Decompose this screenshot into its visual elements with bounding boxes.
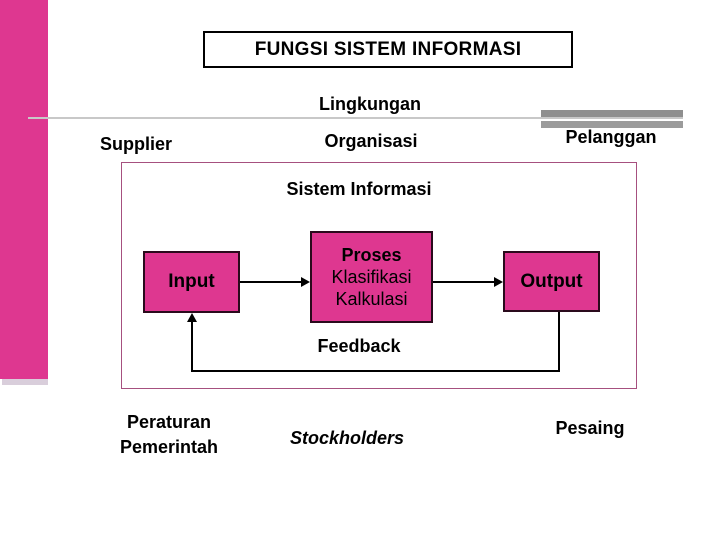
supplier-label: Supplier [99,134,172,154]
arrow-process-to-output-head [494,277,503,287]
competitor-label: Pesaing [555,418,625,438]
government-regulation-label: Peraturan Pemerintah [89,410,249,460]
feedback-label: Feedback [317,336,401,356]
customer-label: Pelanggan [565,127,657,147]
arrow-input-to-process-head [301,277,310,287]
organization-label: Organisasi [324,131,418,151]
input-box: Input [143,251,240,313]
process-label-line1: Proses [341,245,402,265]
slide-title: FUNGSI SISTEM INFORMASI [254,38,522,60]
environment-divider-line [28,117,683,119]
customer-accent-bar-bottom [541,121,683,128]
customer-accent-bar-top [541,110,683,117]
left-accent-bar-shadow [2,379,48,385]
left-accent-bar [0,0,48,379]
title-box: FUNGSI SISTEM INFORMASI [203,31,573,68]
output-label: Output [520,270,583,292]
feedback-line-from-output [558,312,560,371]
feedback-arrow-head [187,313,197,322]
process-box: Proses Klasifikasi Kalkulasi [310,231,433,323]
information-system-label: Sistem Informasi [286,179,432,199]
arrow-process-to-output-line [433,281,495,283]
information-system-frame [121,162,637,389]
environment-label: Lingkungan [319,94,421,114]
arrow-input-to-process-line [240,281,302,283]
process-label-line3: Kalkulasi [335,289,408,309]
feedback-line-to-input [191,321,193,371]
process-label-line2: Klasifikasi [331,267,412,287]
input-label: Input [168,271,215,292]
output-box: Output [503,251,600,312]
feedback-line-horizontal [191,370,560,372]
government-regulation-line2: Pemerintah [119,437,219,457]
stockholders-label: Stockholders [289,428,405,448]
government-regulation-line1: Peraturan [126,412,212,432]
